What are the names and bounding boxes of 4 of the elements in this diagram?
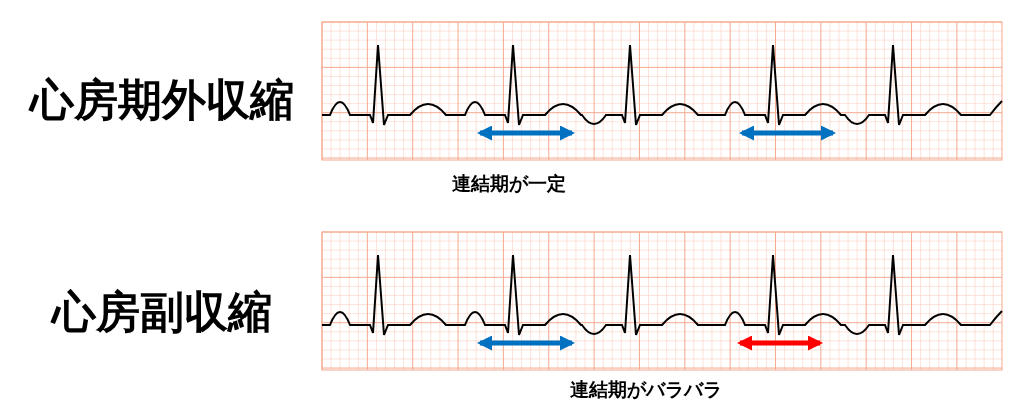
caption-text: 連結期が一定 xyxy=(452,174,566,193)
caption-text: 連結期がバラバラ xyxy=(570,380,722,399)
row-heading: 心房副収縮 xyxy=(52,290,272,334)
row-heading: 心房期外収縮 xyxy=(30,78,294,122)
